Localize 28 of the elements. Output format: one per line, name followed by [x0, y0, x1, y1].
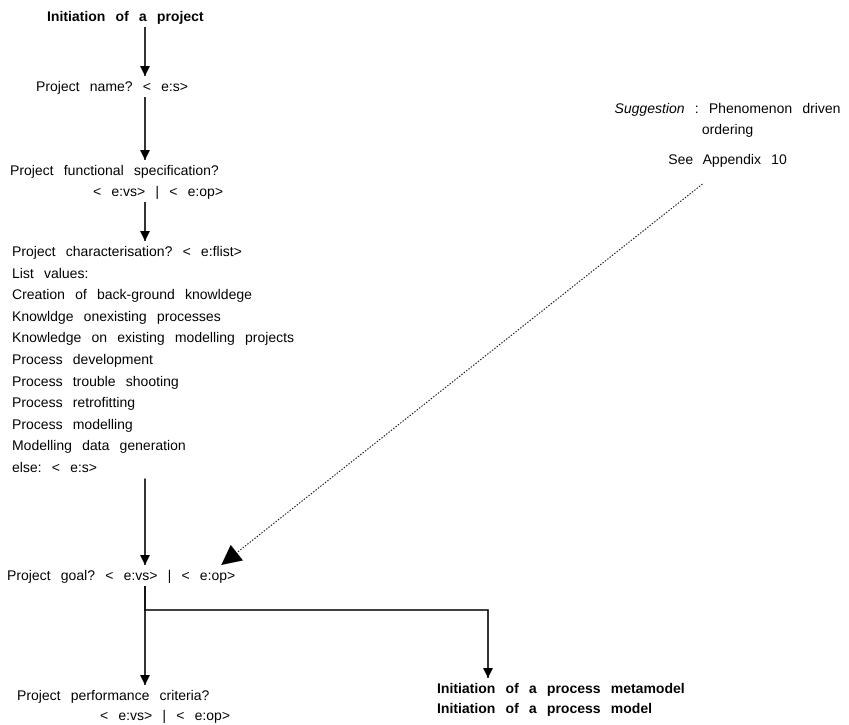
node-text: Knowldge onexisting processes: [12, 306, 222, 326]
node-text: Initiation of a process metamodel: [437, 679, 685, 698]
arrow: [140, 97, 150, 160]
node-text: Process development: [12, 350, 154, 369]
node-text: < e:vs> | < e:op>: [99, 706, 230, 725]
node-text: < e:vs> | < e:op>: [92, 182, 224, 201]
node-text: Initiation of a project: [47, 7, 204, 26]
arrow: [144, 586, 493, 678]
dotted-arrow: [220, 184, 703, 566]
node-text: Project name? < e:s>: [36, 77, 188, 96]
node-text: Process trouble shooting: [12, 372, 180, 391]
node-text: Project goal? < e:vs> | < e:op>: [7, 566, 236, 585]
node-text: Process retrofitting: [12, 393, 136, 412]
node-text: Project performance criteria?: [17, 686, 210, 705]
arrow: [140, 27, 150, 76]
node-text: Process modelling: [12, 414, 134, 434]
node-text: else: < e:s>: [12, 458, 98, 477]
node-text: Project functional specification?: [10, 161, 220, 180]
node-text: Project characterisation? < e:flist>: [12, 242, 243, 261]
arrow: [140, 478, 150, 565]
node-text: Creation of back-ground knowldege: [12, 285, 253, 304]
node-text: List values:: [12, 264, 90, 283]
arrow: [140, 202, 150, 241]
node-text: See Appendix 10: [667, 150, 788, 169]
node-text: Initiation of a process model: [437, 699, 654, 718]
node-text: Modelling data generation: [12, 436, 187, 456]
node-text: Knowledge on existing modelling projects: [12, 328, 294, 348]
node-text: Suggestion : Phenomenon driven ordering: [614, 99, 842, 139]
